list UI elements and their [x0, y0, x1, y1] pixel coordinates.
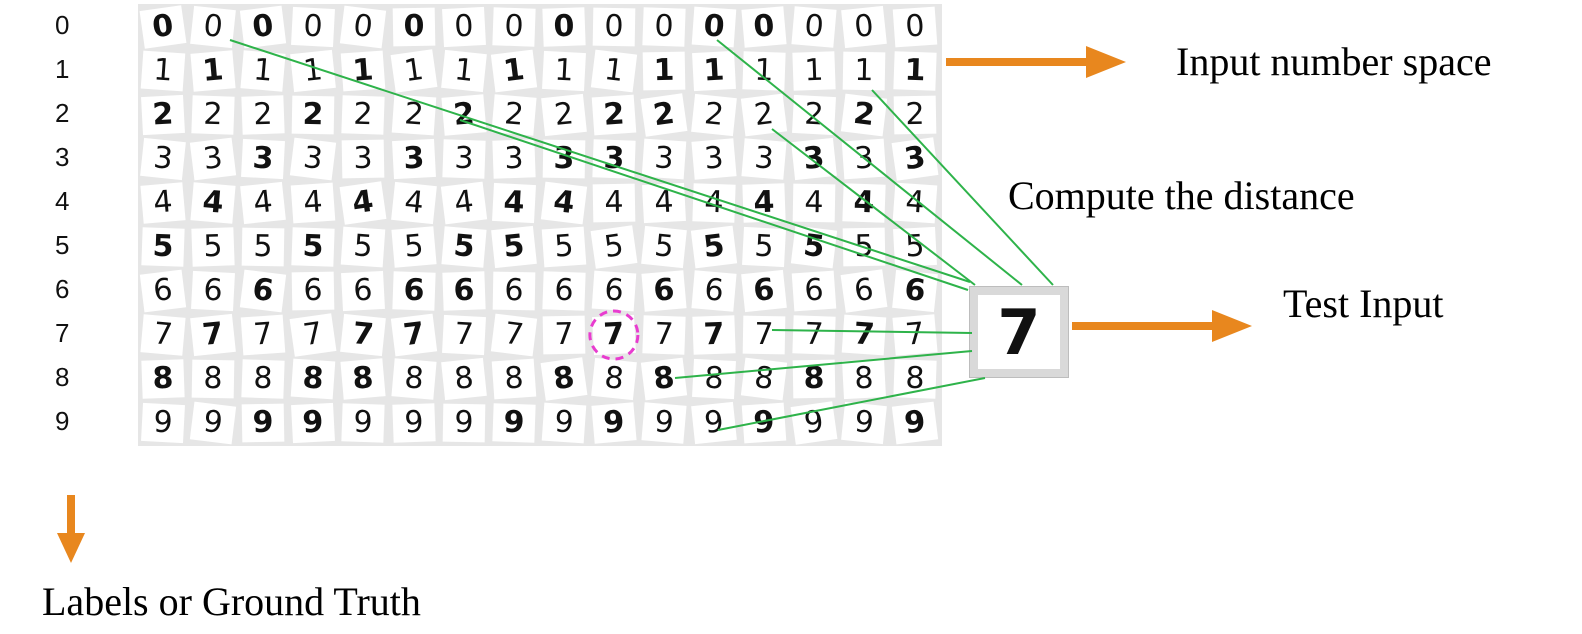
nearest-match-highlight	[588, 309, 640, 361]
distance-lines	[229, 39, 1054, 431]
compute-distance-label: Compute the distance	[1008, 173, 1355, 218]
row-label: 8	[55, 362, 70, 392]
row-label: 0	[55, 10, 70, 40]
distance-line	[871, 89, 1054, 286]
test-input-image: 7	[969, 286, 1069, 378]
arrow-right-icon	[946, 46, 1126, 78]
row-label: 6	[55, 274, 70, 304]
distance-line	[716, 39, 1023, 286]
row-label: 3	[55, 142, 70, 172]
input-number-space-label: Input number space	[1176, 39, 1492, 84]
row-label: 4	[55, 186, 70, 216]
labels-ground-truth-label: Labels or Ground Truth	[42, 579, 421, 624]
test-input-label: Test Input	[1283, 281, 1444, 326]
arrow-right-icon	[1072, 310, 1252, 342]
row-label: 2	[55, 98, 70, 128]
row-label: 7	[55, 318, 70, 348]
distance-line	[717, 377, 986, 431]
test-input-digit: 7	[978, 295, 1060, 369]
distance-line	[771, 128, 976, 286]
distance-line	[674, 350, 973, 379]
row-label: 9	[55, 406, 70, 436]
distance-line	[229, 39, 971, 283]
distance-line	[771, 329, 973, 334]
row-label: 5	[55, 230, 70, 260]
row-label: 1	[55, 54, 70, 84]
arrow-down-icon	[57, 495, 85, 563]
distance-line	[459, 119, 969, 291]
